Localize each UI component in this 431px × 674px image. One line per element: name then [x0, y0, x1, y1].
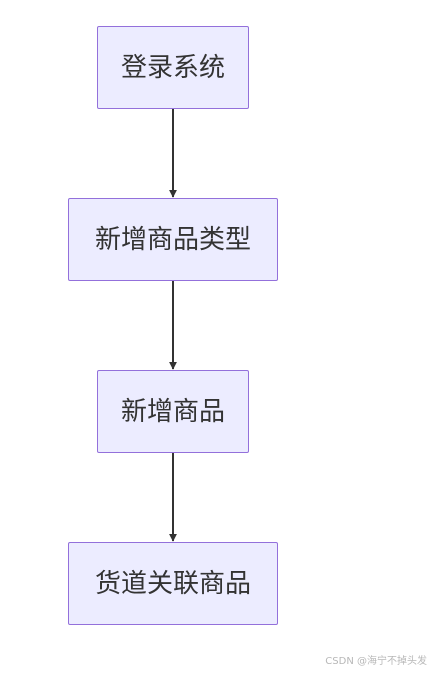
node-login-system: 登录系统: [97, 26, 249, 109]
node-add-product-type: 新增商品类型: [68, 198, 278, 281]
node-label: 新增商品类型: [94, 224, 251, 255]
node-label: 货道关联商品: [94, 568, 251, 599]
node-label: 登录系统: [120, 52, 225, 83]
node-slot-link-product: 货道关联商品: [68, 542, 278, 625]
node-label: 新增商品: [120, 396, 225, 427]
node-add-product: 新增商品: [97, 370, 249, 453]
watermark-text: CSDN @海宁不掉头发: [325, 656, 427, 667]
